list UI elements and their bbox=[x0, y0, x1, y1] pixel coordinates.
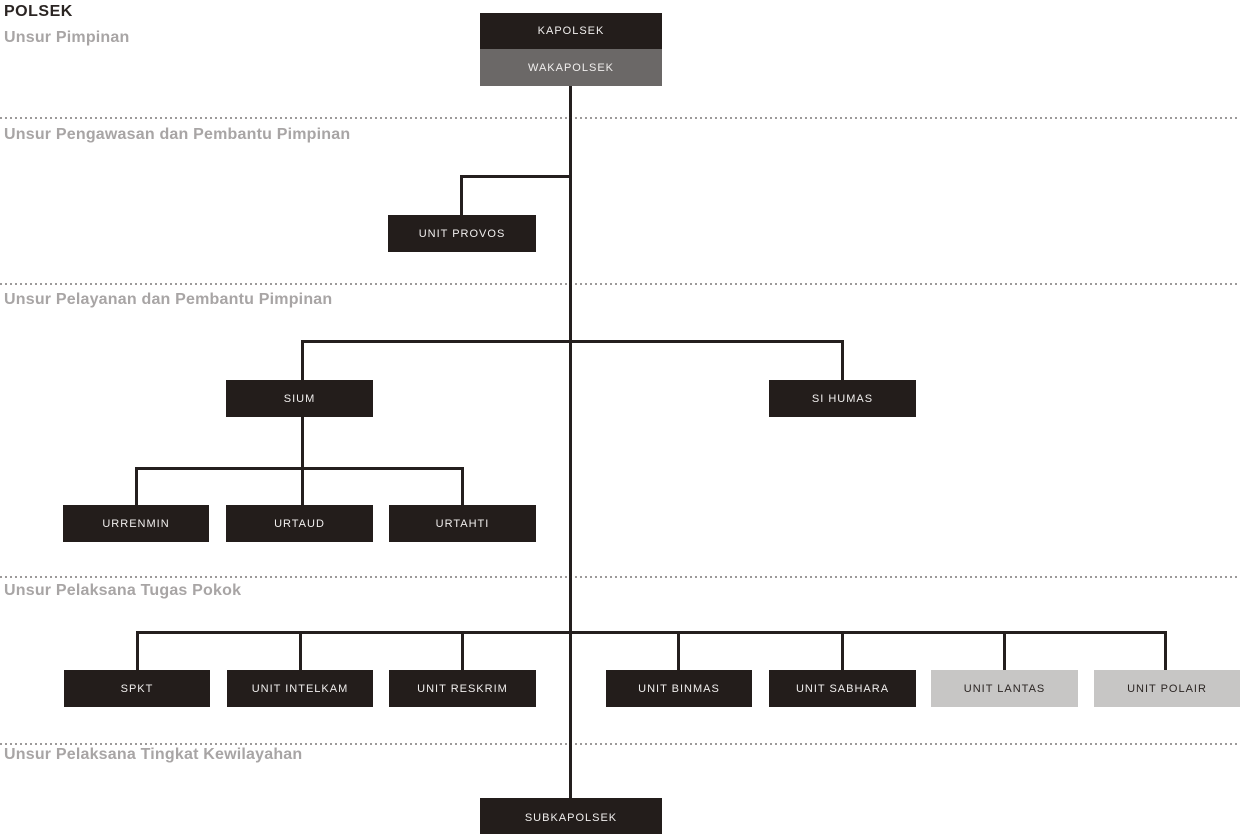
section-label-pelayanan: Unsur Pelayanan dan Pembantu Pimpinan bbox=[4, 291, 333, 308]
section-divider bbox=[0, 283, 1240, 285]
connector-urtahti-drop bbox=[461, 467, 464, 505]
diagram-title: POLSEK bbox=[4, 3, 73, 20]
section-divider bbox=[0, 117, 1240, 119]
org-node-subkapolsek: SUBKAPOLSEK bbox=[480, 798, 662, 834]
connector-urrenmin-drop bbox=[135, 467, 138, 505]
org-node-kapolsek: KAPOLSEK bbox=[480, 13, 662, 49]
org-node-unit-polair: UNIT POLAIR bbox=[1094, 670, 1240, 707]
connector-sium-drop bbox=[301, 340, 304, 380]
org-node-unit-lantas: UNIT LANTAS bbox=[931, 670, 1078, 707]
connector-provos-horizontal bbox=[460, 175, 572, 178]
section-label-pimpinan: Unsur Pimpinan bbox=[4, 29, 130, 46]
section-label-pengawasan: Unsur Pengawasan dan Pembantu Pimpinan bbox=[4, 126, 351, 143]
connector-provos-drop bbox=[460, 175, 463, 215]
connector-spkt-drop bbox=[136, 631, 139, 670]
org-node-urtaud: URTAUD bbox=[226, 505, 373, 542]
connector-sabhara-drop bbox=[841, 631, 844, 670]
org-node-spkt: SPKT bbox=[64, 670, 210, 707]
connector-tugas-pokok-horizontal bbox=[136, 631, 1167, 634]
connector-urtaud-drop bbox=[301, 467, 304, 505]
connector-reskrim-drop bbox=[461, 631, 464, 670]
connector-polair-drop bbox=[1164, 631, 1167, 670]
connector-si-humas-drop bbox=[841, 340, 844, 380]
section-label-kewilayahan: Unsur Pelaksana Tingkat Kewilayahan bbox=[4, 746, 303, 763]
connector-intelkam-drop bbox=[299, 631, 302, 670]
connector-trunk bbox=[569, 86, 572, 798]
section-divider bbox=[0, 743, 1240, 745]
connector-binmas-drop bbox=[677, 631, 680, 670]
connector-pelayanan-horizontal bbox=[301, 340, 844, 343]
connector-sium-children-horizontal bbox=[135, 467, 464, 470]
connector-sium-stem bbox=[301, 417, 304, 469]
connector-lantas-drop bbox=[1003, 631, 1006, 670]
section-divider bbox=[0, 576, 1240, 578]
section-label-tugas-pokok: Unsur Pelaksana Tugas Pokok bbox=[4, 582, 242, 599]
org-node-unit-binmas: UNIT BINMAS bbox=[606, 670, 752, 707]
org-node-si-humas: SI HUMAS bbox=[769, 380, 916, 417]
org-node-wakapolsek: WAKAPOLSEK bbox=[480, 49, 662, 86]
org-node-unit-sabhara: UNIT SABHARA bbox=[769, 670, 916, 707]
org-node-urrenmin: URRENMIN bbox=[63, 505, 209, 542]
org-node-sium: SIUM bbox=[226, 380, 373, 417]
org-node-urtahti: URTAHTI bbox=[389, 505, 536, 542]
org-node-unit-provos: UNIT PROVOS bbox=[388, 215, 536, 252]
org-node-unit-reskrim: UNIT RESKRIM bbox=[389, 670, 536, 707]
org-node-unit-intelkam: UNIT INTELKAM bbox=[227, 670, 373, 707]
